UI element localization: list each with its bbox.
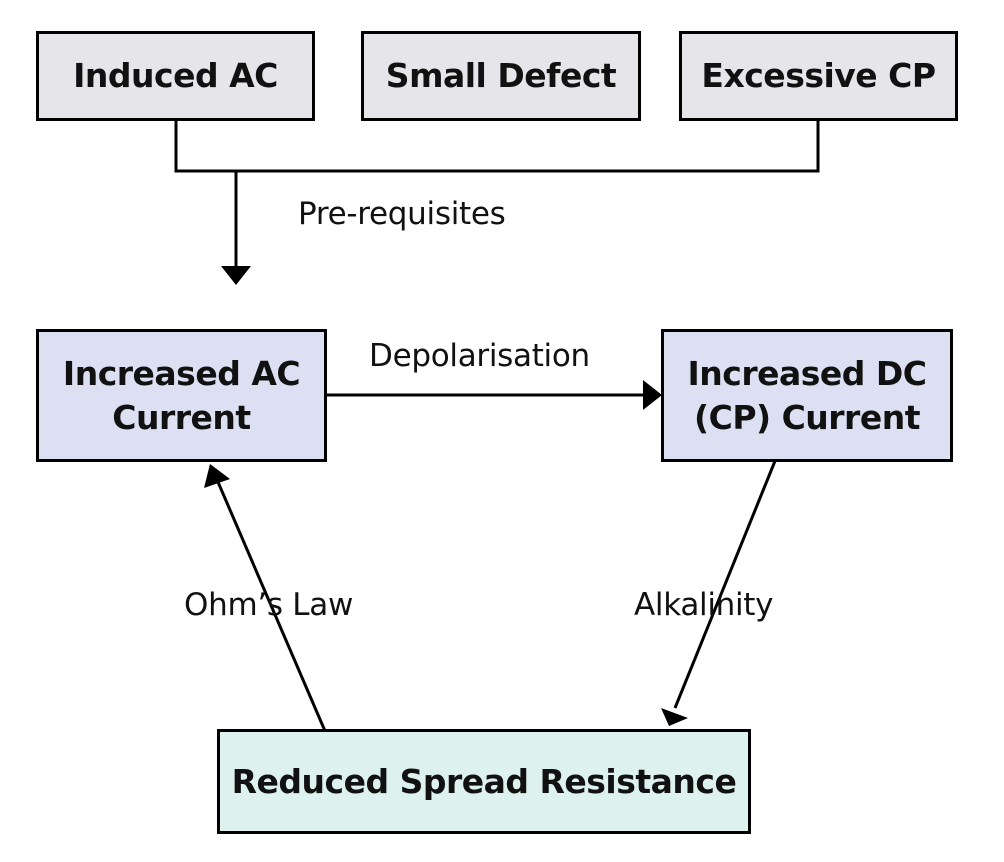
ohms-law-label: Ohm’s Law: [184, 587, 354, 623]
increased-dc-current-box: Increased DC (CP) Current: [661, 329, 953, 462]
small-defect-box: Small Defect: [361, 31, 641, 121]
small-defect-label: Small Defect: [385, 56, 617, 95]
alkalinity-arrowhead: [661, 708, 688, 726]
alkalinity-label: Alkalinity: [634, 587, 774, 623]
induced-ac-box: Induced AC: [36, 31, 315, 121]
reduced-spread-resistance-box: Reduced Spread Resistance: [217, 729, 751, 834]
depolarisation-label: Depolarisation: [369, 338, 590, 374]
depolarisation-arrowhead: [643, 380, 662, 410]
prerequisites-arrowhead: [221, 266, 251, 285]
increased-ac-current-label: Increased AC Current: [62, 353, 301, 437]
increased-dc-current-label: Increased DC (CP) Current: [687, 353, 927, 437]
alkalinity-arrow: [673, 460, 777, 709]
excessive-cp-label: Excessive CP: [701, 56, 936, 95]
induced-ac-label: Induced AC: [73, 56, 278, 95]
prerequisites-bracket: [174, 120, 820, 173]
increased-ac-current-box: Increased AC Current: [36, 329, 327, 462]
ohms-law-arrow: [216, 481, 327, 732]
ohms-law-arrowhead: [204, 464, 230, 488]
excessive-cp-box: Excessive CP: [679, 31, 958, 121]
reduced-spread-resistance-label: Reduced Spread Resistance: [231, 761, 737, 801]
prerequisites-label: Pre-requisites: [298, 196, 506, 232]
